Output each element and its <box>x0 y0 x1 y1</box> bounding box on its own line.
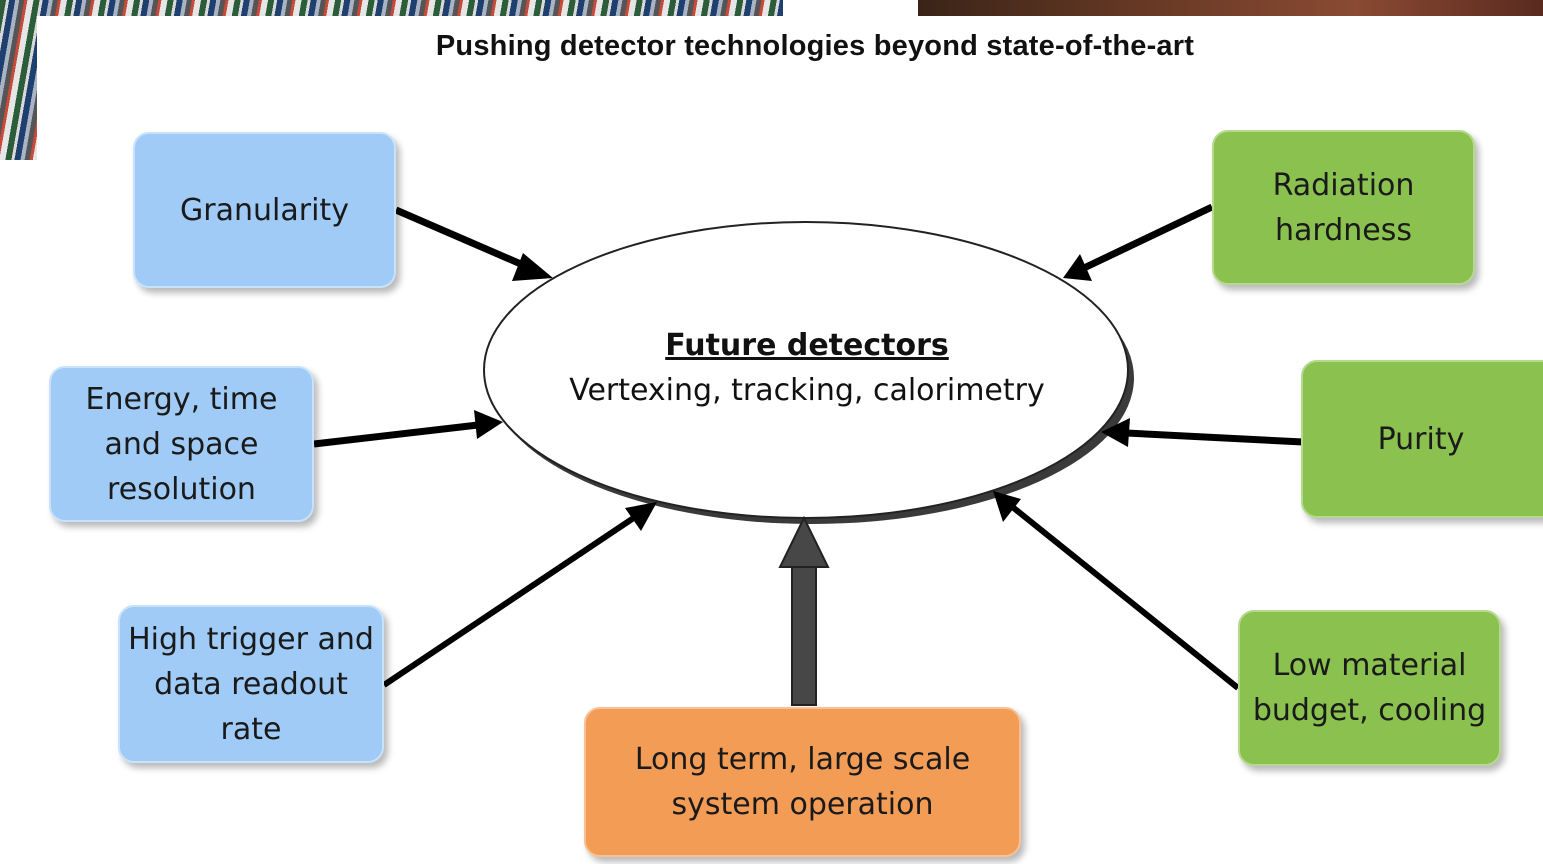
box-trigger-readout: High trigger and data readout rate <box>118 605 384 763</box>
box-radiation-line-2: hardness <box>1275 212 1412 248</box>
center-title: Future detectors <box>665 328 949 363</box>
box-trigger-line-2: data readout <box>154 666 348 702</box>
diagram-sheet-edge <box>0 160 37 864</box>
box-energy-line-2: and space <box>104 426 259 462</box>
diagram-title: Pushing detector technologies beyond sta… <box>435 30 1195 62</box>
arrow-granularity <box>394 206 553 281</box>
box-energy-line-3: resolution <box>107 471 256 507</box>
box-radiation-line-1: Radiation <box>1272 167 1415 203</box>
background-photo-right <box>918 0 1543 16</box>
box-material-line-1: Low material <box>1272 648 1467 683</box>
box-radiation-hardness: Radiation hardness <box>1212 130 1475 285</box>
box-material-line-2: budget, cooling <box>1252 693 1487 728</box>
box-purity-label: Purity <box>1377 421 1465 457</box>
box-trigger-line-1: High trigger and <box>128 621 374 657</box>
box-trigger-line-3: rate <box>220 711 282 747</box>
arrow-long-term <box>778 515 830 706</box>
box-low-material: Low material budget, cooling <box>1238 610 1501 766</box>
box-long-term-line-2: system operation <box>671 787 934 822</box>
box-purity: Purity <box>1301 360 1543 518</box>
arrow-material <box>993 491 1240 691</box>
box-long-term: Long term, large scale system operation <box>584 707 1021 857</box>
box-energy-line-1: Energy, time <box>85 381 278 417</box>
arrow-purity <box>1101 418 1304 447</box>
center-subtitle: Vertexing, tracking, calorimetry <box>569 373 1045 408</box>
arrow-radiation <box>1063 203 1214 281</box>
arrow-energy <box>313 410 503 448</box>
box-long-term-line-1: Long term, large scale <box>634 742 971 777</box>
box-energy-time-space: Energy, time and space resolution <box>49 366 314 522</box>
box-granularity: Granularity <box>133 132 396 288</box>
center-ellipse <box>483 221 1129 519</box>
arrow-trigger <box>382 502 657 688</box>
box-granularity-label: Granularity <box>180 192 349 228</box>
